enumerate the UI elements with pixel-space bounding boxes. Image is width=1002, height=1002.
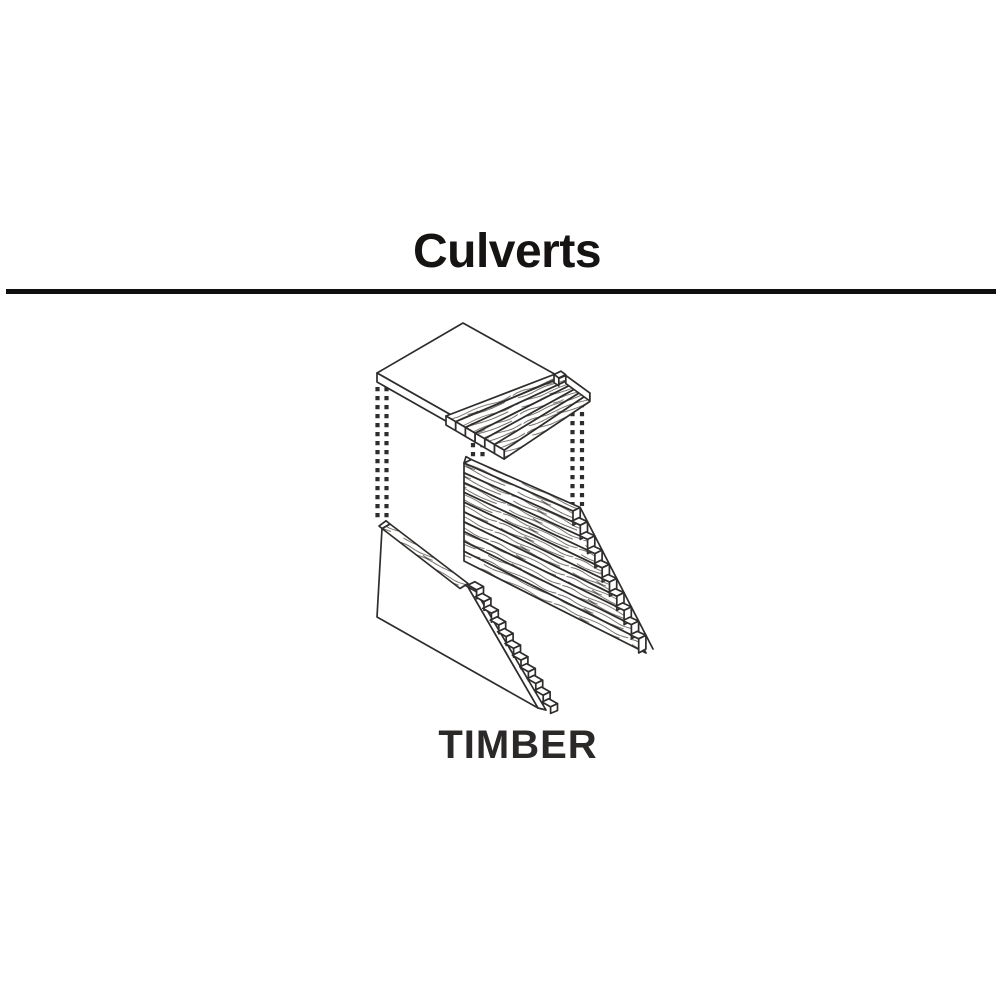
culvert-sidewall [463, 455, 654, 654]
headwall-steps [467, 580, 559, 715]
drawing-root [375, 322, 654, 715]
sidewall-steps [570, 506, 654, 654]
deck-planks [445, 370, 591, 461]
headwall-slope-band [467, 586, 547, 711]
deck-plank-ne-ends [553, 370, 591, 402]
figure-label: TIMBER [438, 723, 598, 767]
culvert-headwall [376, 519, 559, 715]
sidewall-apex-cap [463, 455, 473, 464]
deck-plank-sw-ends [445, 415, 506, 461]
sidewall-beams [463, 462, 647, 654]
page-title: Culverts [412, 225, 602, 278]
title-rule [6, 289, 996, 294]
culvert-deck [376, 322, 591, 461]
headwall-apex-cap [378, 519, 391, 530]
